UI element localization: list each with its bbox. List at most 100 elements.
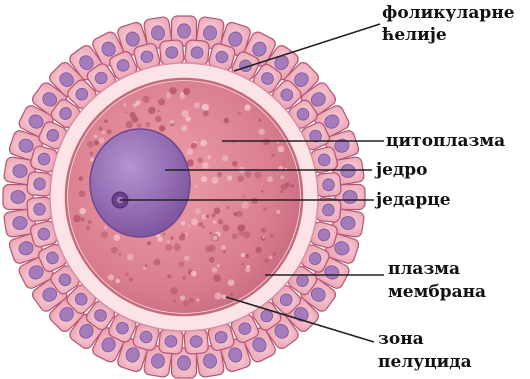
granule <box>147 241 151 245</box>
label-zona-pellucida-line2: пелуцида <box>378 351 472 373</box>
granule <box>218 219 223 224</box>
granule <box>73 215 80 222</box>
granule <box>258 129 265 136</box>
granule <box>87 141 94 148</box>
granule <box>200 140 207 147</box>
granule <box>167 274 171 278</box>
granule <box>243 231 250 238</box>
granule <box>173 299 176 302</box>
granule <box>222 155 228 161</box>
granule <box>173 244 180 251</box>
granule <box>280 175 284 179</box>
granule <box>202 104 209 111</box>
granule <box>217 172 222 177</box>
granule <box>79 176 84 181</box>
granule <box>206 215 209 218</box>
granule <box>180 221 185 226</box>
granule <box>212 235 217 240</box>
granule <box>221 245 226 250</box>
granule <box>222 224 229 231</box>
granule <box>183 276 186 279</box>
granule <box>209 231 212 234</box>
granule <box>102 131 105 134</box>
granule <box>181 110 188 117</box>
granule <box>126 121 133 128</box>
granule <box>162 233 165 236</box>
granule <box>111 247 118 254</box>
granule <box>79 208 86 215</box>
label-follicular-cells-line2: ћелије <box>382 24 447 46</box>
granule <box>181 125 187 131</box>
granule <box>104 226 107 229</box>
granule <box>201 176 207 182</box>
granule <box>145 122 150 127</box>
granule <box>227 206 230 209</box>
granule <box>244 104 250 110</box>
follicular-cell <box>315 197 341 222</box>
granule <box>143 267 146 270</box>
granule <box>222 295 227 300</box>
granule <box>191 271 197 277</box>
label-plasma-membrane-line2: мембрана <box>388 281 486 303</box>
granule <box>125 272 129 276</box>
granule <box>198 222 203 227</box>
granule <box>239 224 246 231</box>
granule <box>228 279 235 286</box>
granule <box>123 103 126 106</box>
granule <box>133 103 137 107</box>
granule <box>186 116 191 121</box>
label-plasma-membrane-line1: плазма <box>388 258 460 280</box>
follicular-cell <box>27 171 53 196</box>
granule <box>158 110 160 112</box>
granule <box>145 264 148 267</box>
granule <box>143 96 150 103</box>
granule <box>86 225 91 230</box>
granule <box>213 275 220 282</box>
granule <box>212 177 219 184</box>
granule <box>241 253 245 257</box>
granule <box>159 125 165 131</box>
granule <box>232 161 238 167</box>
granule <box>227 175 232 180</box>
granule <box>203 110 209 116</box>
granule <box>79 191 86 198</box>
granule <box>243 195 245 197</box>
granule <box>263 236 265 238</box>
granule <box>187 149 193 155</box>
granule <box>137 123 142 128</box>
granule <box>197 157 203 163</box>
granule <box>81 218 85 222</box>
granule <box>290 184 294 188</box>
granule <box>278 146 285 153</box>
granule <box>272 252 276 256</box>
granule <box>89 152 93 156</box>
granule <box>165 92 171 98</box>
granule <box>230 293 233 296</box>
granule <box>224 118 230 124</box>
granule <box>283 163 285 165</box>
granule <box>237 176 243 182</box>
granule <box>202 226 205 229</box>
granule <box>264 259 269 264</box>
granule <box>215 293 222 300</box>
granule <box>241 262 245 266</box>
granule <box>207 155 211 159</box>
granule <box>217 264 220 267</box>
granule <box>167 241 170 244</box>
granule <box>88 220 92 224</box>
follicular-cell <box>184 329 209 355</box>
granule <box>130 112 136 118</box>
granule <box>242 202 249 209</box>
nucleus <box>90 129 190 237</box>
label-nucleolus: једарце <box>376 189 451 211</box>
granule <box>245 171 252 178</box>
granule <box>255 172 262 179</box>
granule <box>180 295 185 300</box>
granule <box>170 120 174 124</box>
label-zona-pellucida-line1: зона <box>378 328 424 350</box>
granule <box>148 107 155 114</box>
granule <box>269 234 273 238</box>
granule <box>239 231 244 236</box>
follicular-cell <box>159 40 184 66</box>
granule <box>104 119 108 123</box>
